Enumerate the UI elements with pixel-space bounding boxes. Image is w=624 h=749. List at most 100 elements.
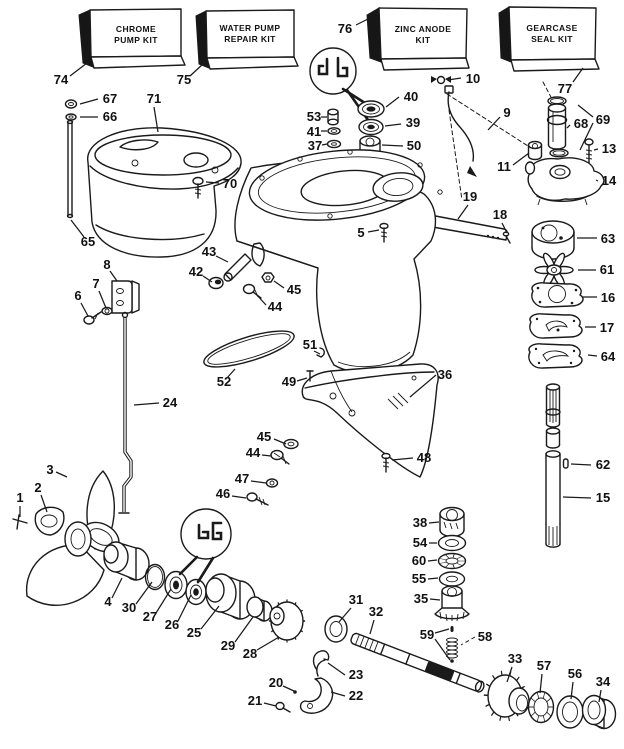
thrust-bearing [437,552,467,570]
leader-line-39 [384,123,402,127]
callout-47: 47 [235,471,249,486]
leader-line-31 [338,607,352,623]
leader-line-69 [579,122,594,151]
callout-66: 66 [103,109,117,124]
thrust-hub [103,541,150,581]
pump-plate [531,282,584,308]
callout-58: 58 [478,629,492,644]
kit-label: WATER PUMP [220,23,281,33]
leader-line-56 [570,681,574,700]
callout-4: 4 [104,594,112,609]
shift-cam [299,659,334,714]
housing-bolt [192,176,204,199]
reverse-gear [268,599,306,643]
large-oring [203,330,295,368]
callout-59: 59 [420,627,434,642]
callout-67: 67 [103,91,117,106]
assembly-guide-dashes [446,81,553,201]
callout-9: 9 [503,105,510,120]
thrust-washer-lower [438,571,466,587]
callout-24: 24 [163,395,178,410]
impeller [534,252,574,288]
callout-6: 6 [74,288,81,303]
callout-52: 52 [217,374,231,389]
extension-housing [87,127,242,258]
leader-line-60 [427,559,438,562]
callout-45: 45 [287,282,301,297]
callout-35: 35 [414,591,428,606]
needle-bearing [581,694,617,730]
callout-36: 36 [438,367,452,382]
callout-44: 44 [246,445,261,460]
callout-26: 26 [165,617,179,632]
callout-23: 23 [349,667,363,682]
callout-20: 20 [269,675,283,690]
leader-line-38 [428,521,440,524]
pump-gasket [528,343,583,369]
shift-rod-anchor [111,280,140,314]
callout-28: 28 [243,646,257,661]
callout-64: 64 [601,349,616,364]
leader-line-37 [321,143,328,146]
leader-line-69 [577,104,594,118]
leader-line-58 [460,636,476,646]
callout-43: 43 [202,244,216,259]
callout-3: 3 [46,462,53,477]
callout-29: 29 [221,638,235,653]
callout-45: 45 [257,429,271,444]
callout-15: 15 [596,490,610,505]
leader-line-74 [69,62,88,77]
callout-38: 38 [413,515,427,530]
callout-40: 40 [404,89,418,104]
callout-30: 30 [122,600,136,615]
leader-line-11 [512,152,530,166]
kit-label: SEAL KIT [531,34,573,44]
leader-line-4 [111,577,123,599]
kit-label: REPAIR KIT [224,34,276,44]
leader-line-28 [256,636,280,651]
tube-grommet [527,140,543,161]
kit-box-zinc-anode: ZINC ANODE KIT [366,7,470,71]
prop-shaft [350,632,485,693]
callout-33: 33 [508,651,522,666]
callout-17: 17 [600,320,614,335]
shift-rod [118,311,133,514]
callout-11: 11 [497,159,511,174]
leader-line-67 [79,98,99,105]
leader-line-3 [55,471,68,478]
leader-line-44 [255,293,267,306]
plate-screw [379,222,389,243]
leader-line-20 [282,685,295,692]
leader-line-27 [155,588,172,614]
cradle-clip [312,650,330,671]
callout-19: 19 [463,189,477,204]
pinion-gear [434,585,470,622]
propshaft-seal-inner [185,578,207,606]
leader-line-10 [447,77,462,81]
leader-line-44 [261,454,272,457]
skeg-screw [381,452,391,473]
callout-77: 77 [558,81,572,96]
callout-70: 70 [223,176,237,191]
lower-gearcase-housing [301,363,439,478]
callout-62: 62 [596,457,610,472]
anchor-bolt [83,311,102,325]
cam-pin [293,690,297,694]
callout-63: 63 [601,231,615,246]
callout-39: 39 [406,115,420,130]
seal-orientation-detail-top [309,47,370,122]
callout-37: 37 [308,138,322,153]
kit-box-chrome-pump: CHROME PUMP KIT [78,8,186,69]
callout-61: 61 [600,262,614,277]
kit-label: KIT [416,35,431,45]
leader-line-33 [506,666,513,683]
callout-53: 53 [307,109,321,124]
callout-54: 54 [413,535,428,550]
leader-line-55 [427,577,439,580]
callout-50: 50 [407,138,421,153]
leader-line-45 [273,438,287,445]
cam-screw [275,701,291,713]
leader-line-51 [313,350,321,355]
callout-27: 27 [143,609,157,624]
